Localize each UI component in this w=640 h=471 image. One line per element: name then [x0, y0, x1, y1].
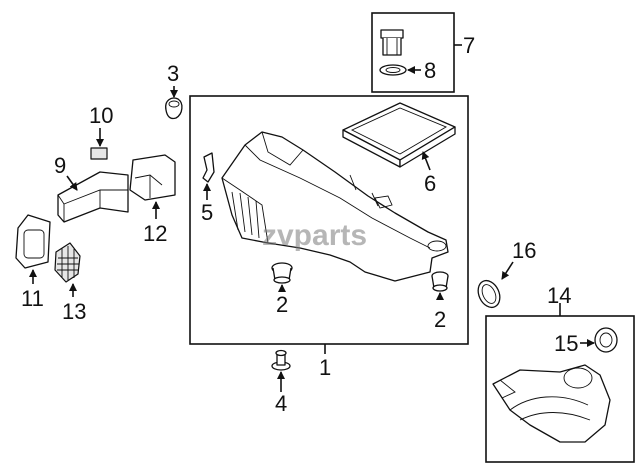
- callout-2-right: 2: [434, 307, 446, 332]
- air-cleaner-housing[interactable]: [221, 131, 449, 282]
- foam-seal[interactable]: [90, 147, 108, 160]
- watermark: zvparts: [262, 219, 367, 252]
- grommet-left[interactable]: [271, 262, 293, 284]
- air-cleaner-assembly-box: [189, 95, 469, 345]
- callout-1: 1: [319, 355, 331, 380]
- callout-16: 16: [512, 238, 536, 263]
- leader-lines: [29, 44, 595, 392]
- o-ring[interactable]: [379, 64, 407, 76]
- callout-15: 15: [554, 331, 578, 356]
- callout-9: 9: [54, 153, 66, 178]
- callout-3: 3: [167, 61, 179, 86]
- callout-14: 14: [547, 283, 571, 308]
- callout-6: 6: [424, 171, 436, 196]
- retaining-clip[interactable]: [202, 152, 215, 183]
- kit-box: [371, 12, 455, 93]
- resonator[interactable]: [129, 154, 176, 201]
- callout-5: 5: [201, 200, 213, 225]
- sensor-insert[interactable]: [380, 29, 404, 56]
- outlet-duct[interactable]: [492, 364, 611, 443]
- callout-12: 12: [143, 221, 167, 246]
- mount-bolt[interactable]: [271, 349, 291, 371]
- mount-grommet[interactable]: [165, 97, 183, 120]
- callout-4: 4: [275, 391, 287, 416]
- duct-seal[interactable]: [594, 327, 618, 353]
- intake-screen[interactable]: [54, 242, 81, 283]
- air-filter-element[interactable]: [342, 102, 456, 168]
- callout-10: 10: [89, 103, 113, 128]
- intake-duct[interactable]: [57, 171, 129, 223]
- callout-7: 7: [463, 33, 475, 58]
- intake-scoop[interactable]: [15, 214, 51, 269]
- callout-8: 8: [424, 58, 436, 83]
- callout-2-left: 2: [276, 292, 288, 317]
- grommet-right[interactable]: [431, 271, 449, 292]
- callout-13: 13: [62, 299, 86, 324]
- callout-11: 11: [21, 286, 44, 311]
- hose-clamp[interactable]: [474, 277, 504, 311]
